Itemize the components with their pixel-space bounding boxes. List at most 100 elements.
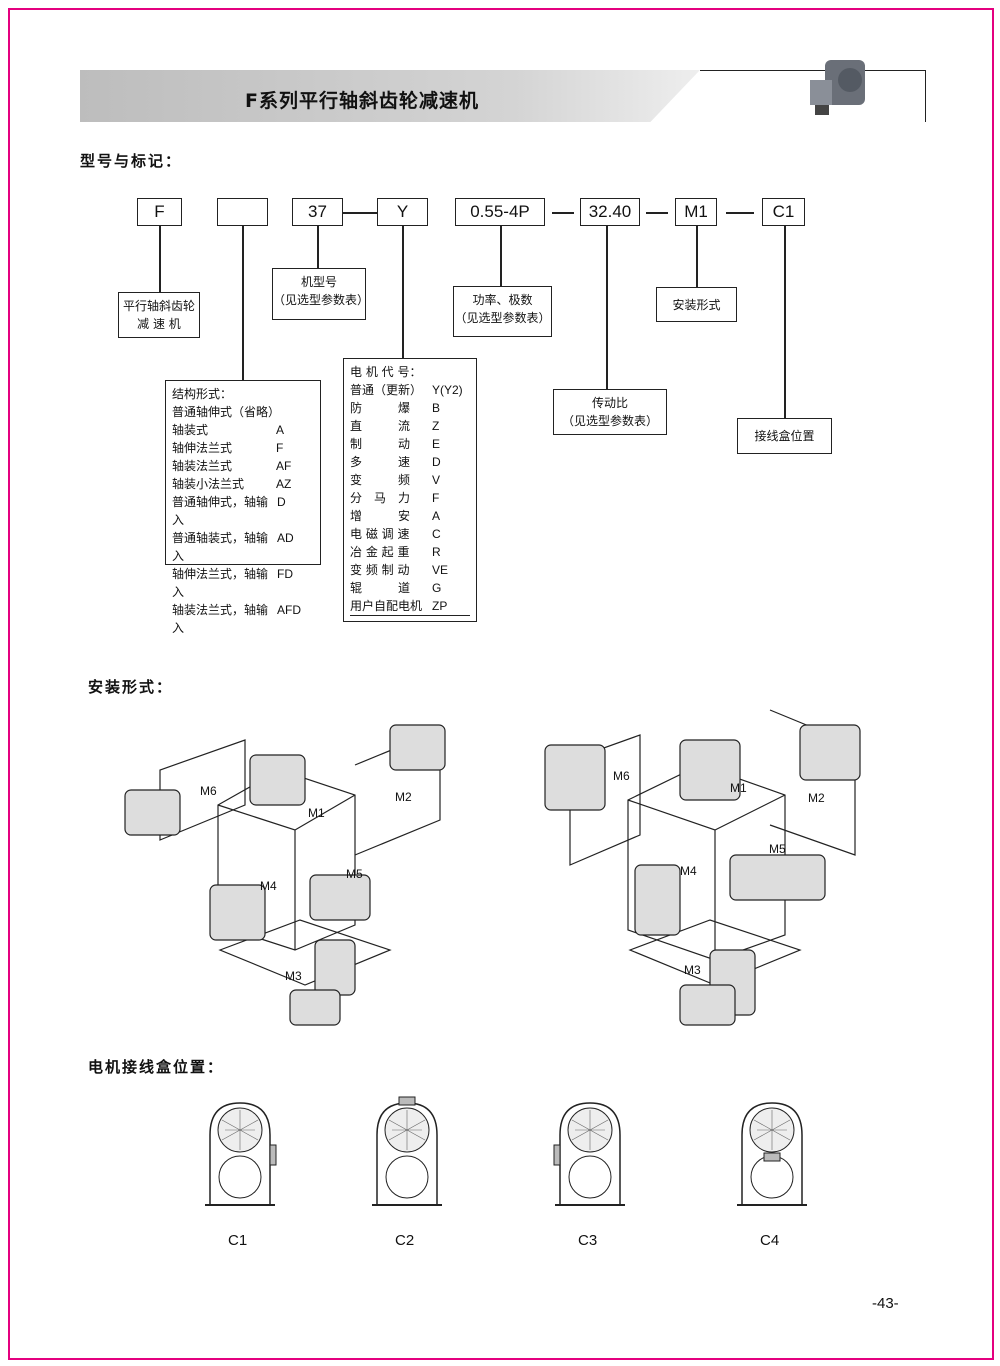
code-value: A [276, 423, 285, 437]
code-value: AF [276, 459, 292, 473]
label-c2: C2 [395, 1232, 415, 1249]
code-label: 轴伸法兰式，轴输入 [172, 567, 269, 599]
page-title: F系列平行轴斜齿轮减速机 [245, 90, 479, 112]
code-label: 用户自配电机 [350, 599, 423, 613]
list-row: 轴装小法兰式 AZ [172, 475, 314, 493]
code-label: 多 速 [350, 455, 411, 469]
code-value: AZ [276, 477, 292, 491]
code-label: 变 频 [350, 473, 411, 487]
code-series: F [137, 198, 182, 226]
code-label: 电 磁 调 速 [350, 527, 410, 541]
code-terminal: C1 [762, 198, 805, 226]
code-value: D [432, 455, 441, 469]
code-value: B [432, 401, 441, 415]
label-m3-right: M3 [684, 963, 701, 977]
section-terminal-heading: 电机接线盒位置： [88, 1058, 225, 1076]
code-mounting: M1 [675, 198, 717, 226]
code-value: V [432, 473, 441, 487]
list-row: 轴装式 A [172, 421, 314, 439]
list-row: 轴伸法兰式，轴输入 FD [172, 565, 314, 601]
label-m5-left: M5 [346, 867, 363, 881]
code-value: VE [432, 563, 449, 577]
label-m3-left: M3 [285, 969, 302, 983]
code-label: 制 动 [350, 437, 411, 451]
code-label: 辊 道 [350, 581, 411, 595]
code-value: F [432, 491, 440, 505]
label-m4-left: M4 [260, 879, 277, 893]
label-c3: C3 [578, 1232, 598, 1249]
note-mounting: 安装形式 [656, 287, 737, 322]
label-m5-right: M5 [769, 842, 786, 856]
code-size: 37 [292, 198, 343, 226]
code-label: 普通轴伸式（省略） [172, 405, 281, 419]
label-m6-left: M6 [200, 784, 217, 798]
code-label: 轴装式 [172, 423, 209, 437]
code-value: Z [432, 419, 440, 433]
code-value: AFD [277, 603, 302, 617]
code-value: AD [277, 531, 294, 545]
code-label: 分 马 力 [350, 491, 411, 505]
code-label: 增 安 [350, 509, 411, 523]
note-series: 平行轴斜齿轮减 速 机 [118, 292, 200, 338]
code-label: 直 流 [350, 419, 411, 433]
note-power: 功率、极数（见选型参数表） [453, 286, 552, 337]
list-row: 普通（更新）Y(Y2) [350, 381, 470, 399]
code-structure [217, 198, 268, 226]
note-size: 机型号（见选型参数表） [272, 268, 369, 320]
terminal-box-position-c3 [553, 1102, 625, 1206]
code-value: A [432, 509, 441, 523]
code-ratio: 32.40 [580, 198, 640, 226]
label-m6-right: M6 [613, 769, 630, 783]
code-value: G [432, 581, 442, 595]
code-label: 普通轴装式，轴输入 [172, 531, 269, 563]
code-label: 冶 金 起 重 [350, 545, 410, 559]
code-power: 0.55-4P [455, 198, 545, 226]
mounting-diagram-left [124, 724, 446, 1026]
label-m2-left: M2 [395, 790, 412, 804]
code-value: R [432, 545, 441, 559]
terminal-box-position-c4 [737, 1102, 807, 1206]
code-value [277, 403, 314, 421]
code-value: C [432, 527, 441, 541]
terminal-box-position-c1 [205, 1102, 277, 1206]
terminal-box-position-c2 [372, 1096, 442, 1206]
label-m2-right: M2 [808, 791, 825, 805]
code-label: 轴装小法兰式 [172, 477, 245, 491]
section-mounting-heading: 安装形式： [88, 678, 174, 696]
label-m1-right: M1 [730, 781, 747, 795]
code-label: 轴装法兰式，轴输入 [172, 603, 269, 635]
code-motor: Y [377, 198, 428, 226]
code-value: FD [277, 567, 294, 581]
code-value: Y(Y2) [432, 383, 463, 397]
page-border [8, 8, 994, 1360]
code-value: F [276, 441, 284, 455]
label-c1: C1 [228, 1232, 248, 1249]
code-value: D [277, 495, 286, 509]
code-label: 防 爆 [350, 401, 411, 415]
list-row: 轴装法兰式，轴输入 AFD [172, 601, 314, 637]
gearbox-image [810, 60, 865, 115]
list-row: 普通轴装式，轴输入 AD [172, 529, 314, 565]
note-ratio: 传动比（见选型参数表） [553, 389, 667, 435]
label-m1-left: M1 [308, 806, 325, 820]
page-number: -43- [872, 1295, 899, 1312]
label-c4: C4 [760, 1232, 780, 1249]
header-banner [80, 70, 700, 122]
